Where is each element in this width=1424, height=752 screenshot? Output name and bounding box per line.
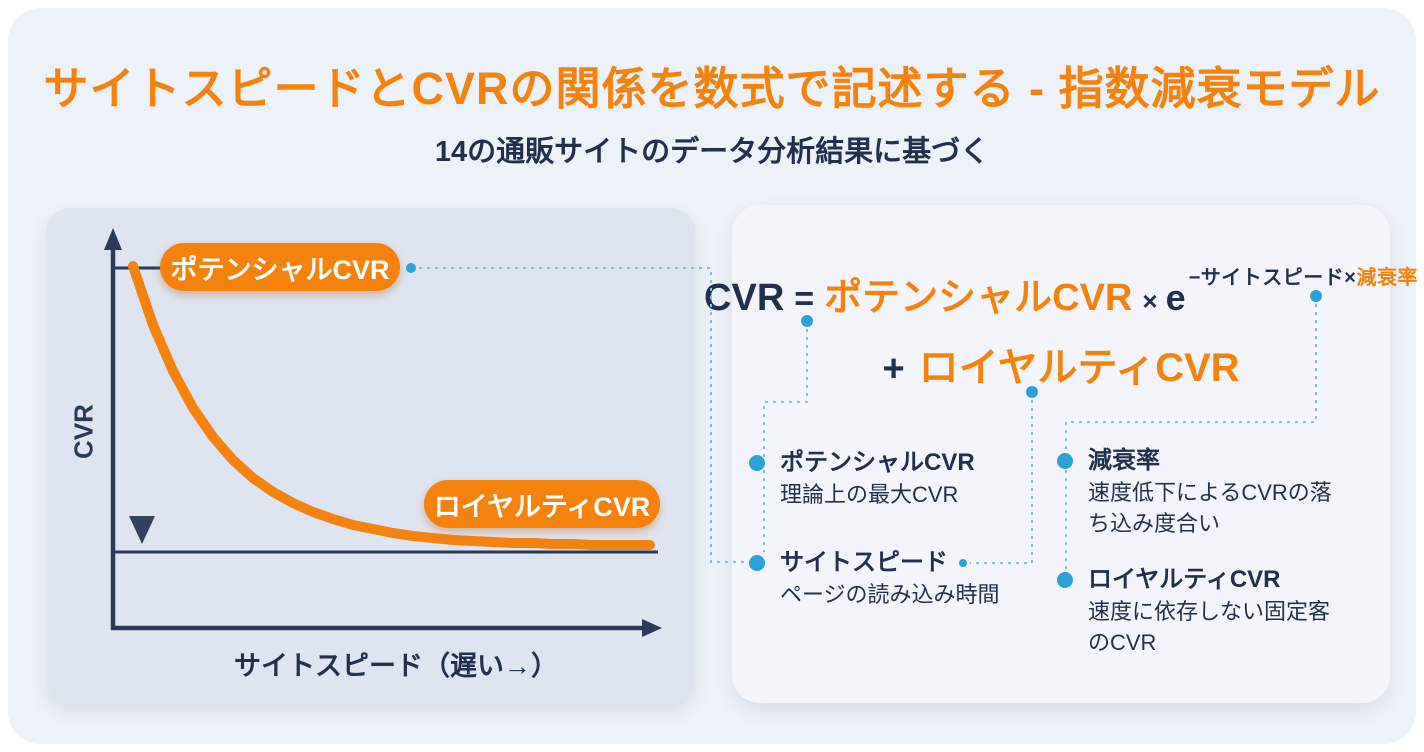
formula-cvr: CVR (704, 277, 785, 319)
formula-equals: = (794, 280, 815, 318)
formula-panel: CVR = ポテンシャルCVR × e −サイトスピード×減衰率 + ロイヤルテ… (704, 205, 1417, 703)
loyalty-cvr-pill: ロイヤルティCVR (424, 480, 660, 528)
decay-chart-panel: ポテンシャルCVR ロイヤルティCVR CVR サイトスピード（遅い→） (46, 208, 695, 704)
potential-cvr-pill: ポテンシャルCVR (160, 243, 400, 291)
definition-term: ロイヤルティCVR (1088, 566, 1281, 593)
formula-loyalty-term: ロイヤルティCVR (918, 346, 1240, 390)
formula-exponent-decay: 減衰率 (1356, 267, 1418, 289)
formula-exponent-prefix: −サイトスピード× (1188, 267, 1357, 289)
formula-line-1: CVR = ポテンシャルCVR × e −サイトスピード×減衰率 (704, 266, 1417, 321)
definition-description: ページの読み込み時間 (780, 582, 1000, 607)
x-axis-label: サイトスピード（遅い→） (234, 651, 558, 681)
formula-exponent: −サイトスピード×減衰率 (1189, 261, 1418, 290)
definition-description: 理論上の最大CVR (780, 482, 959, 507)
y-axis-arrow-icon (104, 228, 122, 250)
formula-multiply: × (1142, 286, 1158, 316)
definition-description: 速度に依存しない固定客のCVR (1088, 599, 1331, 655)
definition-term: サイトスピード (780, 549, 948, 576)
formula-euler: e (1165, 277, 1186, 318)
formula-plus: + (882, 348, 905, 390)
definition-potential-cvr: ポテンシャルCVR 理論上の最大CVR (749, 447, 1049, 510)
x-axis-arrow-icon (642, 619, 662, 637)
definition-term: 減衰率 (1088, 447, 1160, 474)
page-title: サイトスピードとCVRの関係を数式で記述する - 指数減衰モデル (43, 63, 1381, 114)
definition-site-speed: サイトスピード ページの読み込み時間 (749, 547, 1049, 610)
formula-line-2: + ロイヤルティCVR (732, 335, 1390, 393)
formula-potential-term: ポテンシャルCVR (824, 277, 1133, 319)
cvr-drop-arrow-head-icon (129, 516, 155, 544)
definition-decay-rate: 減衰率 速度低下によるCVRの落ち込み度合い (1057, 445, 1332, 539)
definition-term: ポテンシャルCVR (780, 449, 975, 476)
definition-description: 速度低下によるCVRの落ち込み度合い (1088, 480, 1332, 536)
y-axis-label: CVR (68, 404, 99, 459)
definition-loyalty-cvr: ロイヤルティCVR 速度に依存しない固定客のCVR (1057, 564, 1337, 658)
page-subtitle: 14の通販サイトのデータ分析結果に基づく (434, 136, 990, 168)
